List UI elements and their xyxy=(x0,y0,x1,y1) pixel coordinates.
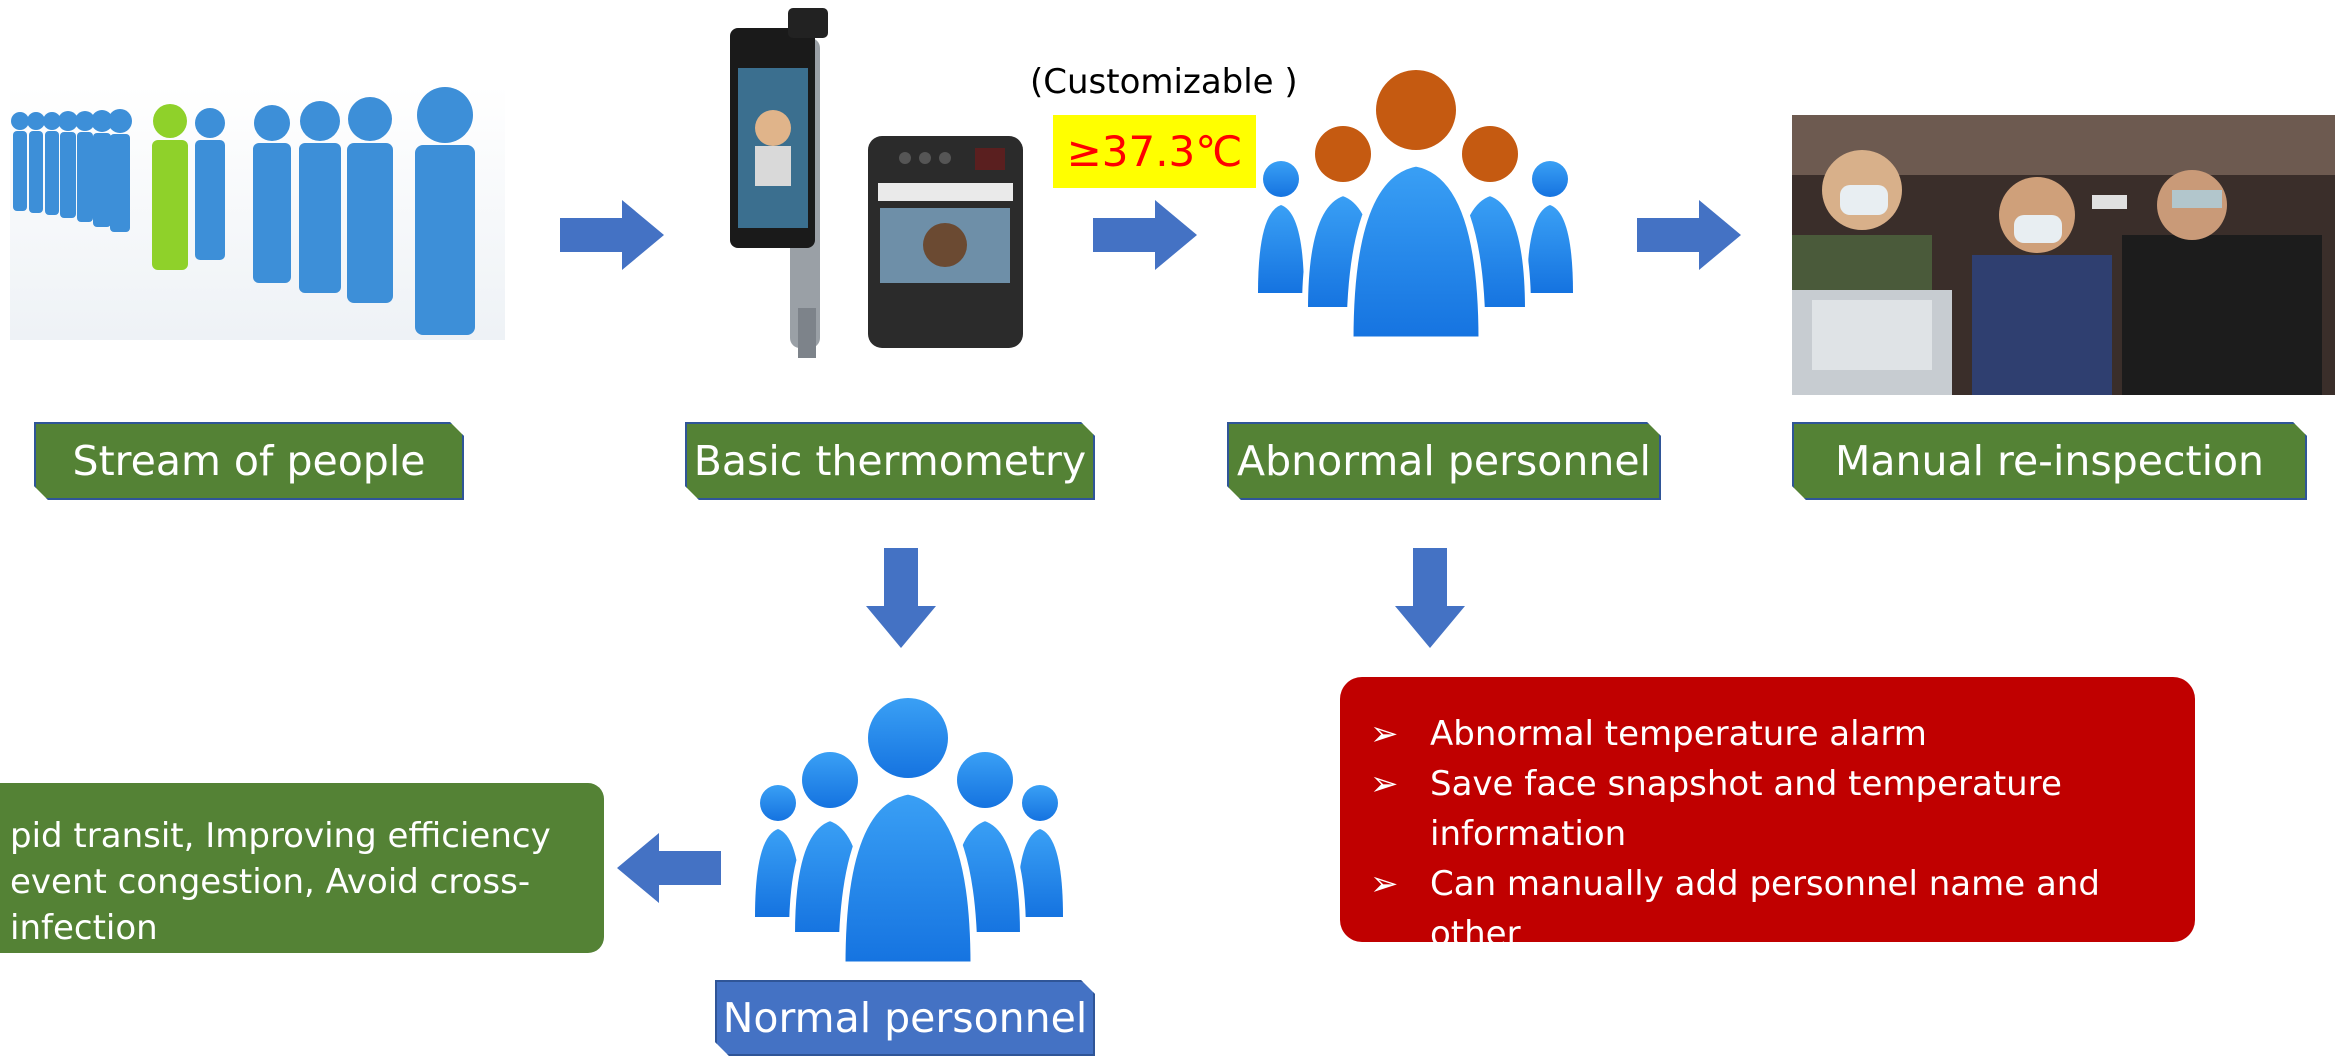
benefit-line-2: event congestion, Avoid cross-infection xyxy=(10,862,531,948)
label-manual-re-inspection: Manual re-inspection xyxy=(1792,422,2307,500)
action-item: ➢Save face snapshot and temperature info… xyxy=(1370,759,2175,859)
action-item: ➢Abnormal temperature alarm xyxy=(1370,709,2175,759)
bullet-arrow-icon: ➢ xyxy=(1370,714,1399,754)
normal-people-group-icon xyxy=(740,695,1080,970)
customizable-note: (Customizable ) xyxy=(1030,62,1298,102)
action-item-continuation: information into the database xyxy=(1430,964,1938,1004)
label-basic-thermometry: Basic thermometry xyxy=(685,422,1095,500)
bullet-arrow-icon: ➢ xyxy=(1370,864,1399,904)
label-stream-of-people: Stream of people xyxy=(34,422,464,500)
benefit-line-1: pid transit, Improving efficiency xyxy=(10,816,551,856)
arrow-right-icon xyxy=(1637,200,1741,270)
stream-of-people-image xyxy=(10,85,505,340)
thermometry-device-image xyxy=(720,8,1030,360)
label-normal-personnel: Normal personnel xyxy=(715,980,1095,1056)
arrow-right-icon xyxy=(560,200,664,270)
temperature-threshold-badge: ≥37.3℃ xyxy=(1053,115,1256,188)
arrow-right-icon xyxy=(1093,200,1197,270)
abnormal-people-group-icon xyxy=(1250,65,1590,350)
abnormal-actions-box: ➢Abnormal temperature alarm ➢Save face s… xyxy=(1340,677,2195,1004)
arrow-down-icon xyxy=(866,548,936,648)
benefits-box: pid transit, Improving efficiency event … xyxy=(0,783,604,953)
label-abnormal-personnel: Abnormal personnel xyxy=(1227,422,1661,500)
arrow-down-icon xyxy=(1395,548,1465,648)
bullet-arrow-icon: ➢ xyxy=(1370,764,1399,804)
arrow-left-icon xyxy=(617,833,721,903)
action-item: ➢Can manually add personnel name and oth… xyxy=(1370,859,2175,959)
manual-inspection-photo xyxy=(1792,115,2335,395)
